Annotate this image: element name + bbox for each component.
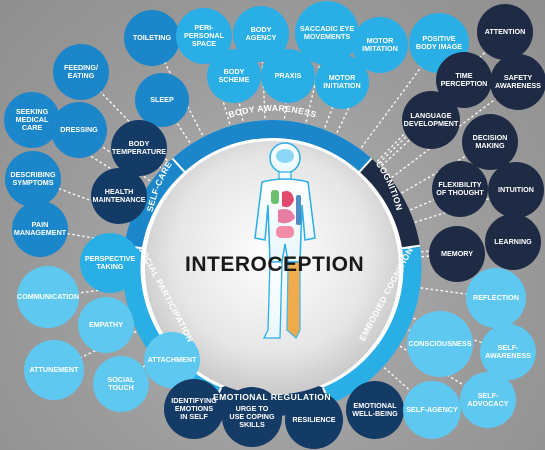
ring-segment-self-care <box>124 158 185 249</box>
title: INTEROCEPTION <box>185 253 365 276</box>
human-body-figure <box>254 142 316 340</box>
node-reflection: REFLECTION <box>466 268 526 328</box>
node-sleep: SLEEP <box>135 73 189 127</box>
node-attention: ATTENTION <box>477 4 533 60</box>
node-health-maintenance: HEALTH MAINTENANCE <box>91 168 147 224</box>
node-language-development: LANGUAGE DEVELOPMENT <box>402 91 460 149</box>
node-dressing: DRESSING <box>51 102 107 158</box>
node-flexibility-of-thought: FLEXIBILITY OF THOUGHT <box>432 161 488 217</box>
node-intuition: INTUITION <box>488 162 544 218</box>
node-attachment: ATTACHMENT <box>144 332 200 388</box>
node-identifying-emotions-in-self: IDENTIFYING EMOTIONS IN SELF <box>164 379 224 439</box>
node-describing-symptoms: DESCRIBING SYMPTOMS <box>5 151 61 207</box>
node-memory: MEMORY <box>429 226 485 282</box>
node-consciousness: CONSCIOUSNESS <box>407 311 473 377</box>
node-social-touch: SOCIAL TOUCH <box>93 356 149 412</box>
ring-segment-embodied-cognition <box>322 245 422 405</box>
node-positive-body-image: POSITIVE BODY IMAGE <box>409 13 469 73</box>
node-decision-making: DECISION MAKING <box>462 114 518 170</box>
node-feeding-eating: FEEDING/ EATING <box>53 44 109 100</box>
node-self-awareness: SELF- AWARENESS <box>480 324 536 380</box>
node-perspective-taking: PERSPECTIVE TAKING <box>80 233 140 293</box>
ring-label-body-awareness: BODY AWARENESS <box>227 103 318 120</box>
ring-segment-cognition <box>359 158 420 249</box>
node-empathy: EMPATHY <box>78 297 134 353</box>
node-motor-initiation: MOTOR INITIATION <box>315 55 369 109</box>
node-pain-management: PAIN MANAGEMENT <box>12 201 68 257</box>
node-safety-awareness: SAFETY AWARENESS <box>490 54 545 110</box>
node-body-temperature: BODY TEMPERATURE <box>111 120 167 176</box>
node-attunement: ATTUNEMENT <box>24 340 84 400</box>
ring-segment-body-awareness <box>172 119 372 172</box>
node-seeking-medical-care: SEEKING MEDICAL CARE <box>4 92 60 148</box>
ring-label-emotional-regulation: EMOTIONAL REGULATION <box>213 392 331 402</box>
node-praxis: PRAXIS <box>261 49 315 103</box>
node-urge-to-use-coping-skills: URGE TO USE COPING SKILLS <box>222 387 282 447</box>
node-learning: LEARNING <box>485 214 541 270</box>
node-emotional-well-being: EMOTIONAL WELL-BEING <box>346 381 404 439</box>
node-resilience: RESILIENCE <box>285 391 343 449</box>
node-body-scheme: BODY SCHEME <box>207 49 261 103</box>
node-saccadic-eye-movements: SACCADIC EYE MOVEMENTS <box>295 1 359 65</box>
node-toileting: TOILETING <box>124 10 180 66</box>
node-self-agency: SELF-AGENCY <box>403 381 461 439</box>
node-self-advocacy: SELF- ADVOCACY <box>460 372 516 428</box>
node-communication: COMMUNICATION <box>17 266 79 328</box>
